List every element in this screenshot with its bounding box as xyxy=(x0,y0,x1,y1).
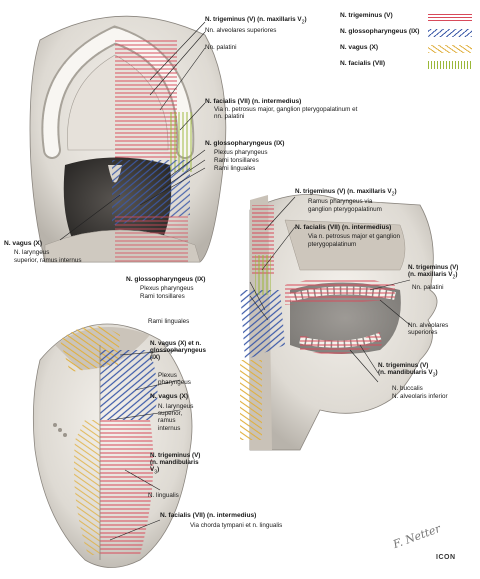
palate-view xyxy=(29,15,227,263)
palate-facialis-desc2: nn. palatini xyxy=(214,113,245,120)
glosso-pharynx-zone xyxy=(240,290,285,360)
tongue-vagus-glosso-title: N. vagus (X) et n.glossopharyngeus(IX) xyxy=(150,340,206,362)
sag-palatini-label: Nn. palatini xyxy=(412,284,444,291)
legend-glosso-label: N. glossopharyngeus (IX) xyxy=(340,28,420,35)
legend-glosso: N. glossopharyngeus (IX) xyxy=(340,28,472,38)
legend-trigeminus-label: N. trigeminus (V) xyxy=(340,12,393,19)
tongue-view xyxy=(32,323,193,568)
glosso-tongue-zone-2 xyxy=(100,350,158,420)
trigeminus-palate-zone xyxy=(115,40,177,160)
sag-facialis-desc2: pterygopalatinum xyxy=(308,241,357,248)
palate-glosso-title: N. glossopharyngeus (IX) xyxy=(205,140,285,147)
palate-alveolares-label: Nn. alveolares superiores xyxy=(205,27,277,34)
glosso-tongue-zone xyxy=(115,215,188,262)
tongue-facialis-desc: Via chorda tympani et n. lingualis xyxy=(190,522,283,529)
tongue-lingualis-label: N. lingualis xyxy=(148,492,179,499)
sag-rami-tons-label: Rami tonsillares xyxy=(140,293,185,300)
sag-trigeminus-title: N. trigeminus (V) (n. maxillaris V2) xyxy=(295,188,397,198)
sag-facialis-desc1: Via n. petrosus major et ganglion xyxy=(308,233,400,240)
sag-buccalis-label: N. buccalis xyxy=(392,385,423,392)
legend-vagus: N. vagus (X) xyxy=(340,44,472,54)
tongue-facialis-title: N. facialis (VII) (n. intermedius) xyxy=(160,512,257,519)
palate-facialis-title: N. facialis (VII) (n. intermedius) xyxy=(205,98,302,105)
sag-mand-title: N. trigeminus (V)(n. mandibularis V3) xyxy=(378,362,438,379)
sag-alv-inf-label: N. alveolaris inferior xyxy=(392,393,448,400)
sag-ramus-phar1: Ramus pharyngeus via xyxy=(308,198,373,205)
trigem-mandible-zone xyxy=(300,332,382,354)
leader-lines xyxy=(59,21,411,541)
palate-facialis-desc1: Via n. petrosus major, ganglion pterygop… xyxy=(214,106,358,113)
legend-facialis-label: N. facialis (VII) xyxy=(340,60,386,67)
palate-plexus-label: Plexus pharyngeus xyxy=(214,149,268,156)
palate-rami-ling-label: Rami linguales xyxy=(214,165,256,172)
sag-ramus-phar2: ganglion pterygopalatinum xyxy=(308,206,382,213)
palate-trigeminus-title: N. trigeminus (V) (n. maxillaris V2) xyxy=(205,16,307,26)
legend-trigeminus: N. trigeminus (V) xyxy=(340,12,472,22)
sagittal-view xyxy=(240,194,438,451)
sag-glosso-title: N. glossopharyngeus (IX) xyxy=(126,276,206,283)
legend-facialis: N. facialis (VII) xyxy=(340,60,472,70)
left-vagus-desc2: superior, ramus internus xyxy=(14,257,82,264)
sag-facialis-title: N. facialis (VII) (n. intermedius) xyxy=(295,224,392,231)
publisher-logo: ICON xyxy=(436,554,456,561)
legend-trigeminus-swatch xyxy=(428,13,472,21)
facialis-tongue-zone xyxy=(73,420,100,555)
sag-plexus-label: Plexus pharyngeus xyxy=(140,285,194,292)
palate-rami-tons-label: Rami tonsillares xyxy=(214,157,259,164)
tongue-rami-ling-label: Rami linguales xyxy=(148,318,190,325)
tongue-vagus-title: N. vagus (X) xyxy=(150,393,189,400)
legend-vagus-label: N. vagus (X) xyxy=(340,44,379,51)
legend-glosso-swatch xyxy=(428,29,472,37)
palate-palatini-label: Nn. palatini xyxy=(205,44,237,51)
nasal-cavity xyxy=(284,219,406,271)
vagus-larynx-zone xyxy=(240,360,262,440)
legend-vagus-swatch xyxy=(428,45,472,53)
left-vagus-title: N. vagus (X) xyxy=(4,240,43,247)
trigem-tongue-zone xyxy=(100,420,154,555)
facialis-sag-zone xyxy=(255,255,271,295)
left-vagus-desc1: N. laryngeus xyxy=(14,249,50,256)
sag-right-trig-title: N. trigeminus (V)(n. maxillaris V2) xyxy=(408,264,459,281)
trigem-palate-zone xyxy=(285,277,395,305)
legend-facialis-swatch xyxy=(428,61,472,69)
